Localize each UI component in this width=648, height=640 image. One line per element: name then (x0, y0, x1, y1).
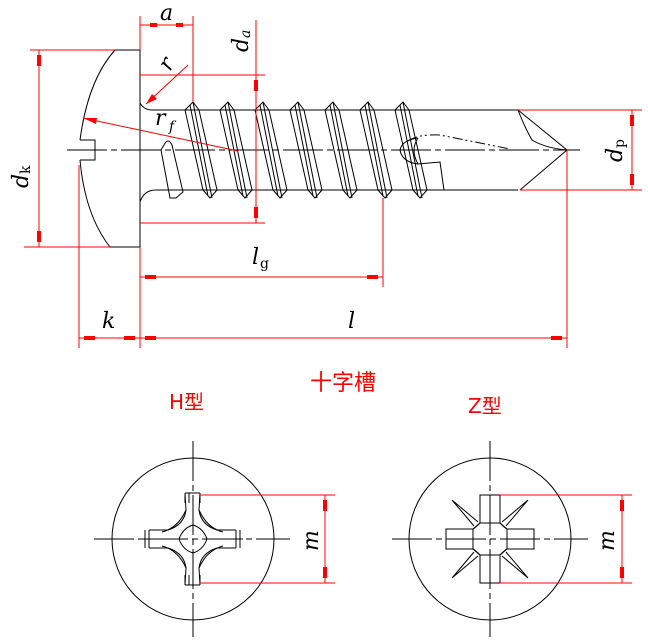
fillet-top (139, 102, 153, 111)
flute-outline (407, 134, 511, 150)
label-r: r (154, 52, 182, 75)
screw-shank (139, 101, 568, 203)
fillet-bottom (139, 189, 157, 203)
svg-text:d: d (229, 38, 254, 52)
label-m-z: m (595, 530, 620, 551)
label-l: l (348, 309, 355, 334)
svg-text:f: f (168, 119, 177, 135)
h-recess-wings (161, 509, 224, 569)
h-recess-center (178, 524, 208, 554)
dp-arrow-bottom (630, 174, 634, 185)
head-dome-upper (79, 49, 116, 141)
label-lg: l g (252, 245, 269, 272)
z-m-arrow-bottom (620, 567, 624, 578)
dimensions: a d a r r f d k (9, 1, 642, 348)
point-flute-curve (517, 109, 568, 151)
label-rf: r f (155, 106, 177, 135)
rf-leader (82, 117, 239, 152)
z-type-recess-view: m (392, 441, 632, 637)
label-dp: d p (603, 139, 628, 162)
head-dome-lower (79, 159, 111, 248)
label-da: d a (229, 30, 254, 52)
thread-start (160, 140, 184, 199)
section-title-cross-recess: 十字槽 (310, 371, 376, 396)
dk-arrow-bottom (37, 231, 41, 242)
z-recess-center (472, 522, 508, 556)
screw-head (79, 49, 141, 248)
svg-text:a: a (238, 30, 254, 38)
l-arrow-left (145, 336, 156, 340)
z-m-arrow-top (620, 500, 624, 511)
z-recess-rays (451, 499, 529, 579)
label-m-h: m (299, 530, 324, 551)
h-m-arrow-bottom (323, 567, 327, 578)
dp-arrow-top (630, 115, 634, 126)
svg-text:r: r (154, 52, 182, 75)
svg-text:k: k (18, 165, 34, 174)
dk-arrow-top (37, 55, 41, 66)
label-a: a (160, 1, 173, 26)
k-arrow-right (124, 336, 135, 340)
a-arrow-left (150, 23, 157, 27)
svg-text:p: p (612, 139, 628, 148)
lg-arrow-left (145, 275, 156, 279)
l-arrow-right (551, 336, 562, 340)
label-dk: d k (9, 165, 34, 188)
point-lower-edge (519, 149, 568, 191)
r-arrow (146, 94, 157, 104)
h-recess-outline (149, 492, 236, 586)
label-h-type: H型 (169, 390, 204, 414)
svg-text:d: d (603, 148, 628, 162)
flute-end-upper (399, 137, 445, 191)
h-recess-ticks (143, 492, 243, 586)
h-m-arrow-top (323, 500, 327, 511)
a-arrow-right (176, 23, 183, 27)
da-arrow-bottom (254, 207, 258, 218)
da-arrow-top (254, 80, 258, 91)
label-k: k (102, 309, 115, 334)
h-type-recess-view: m (94, 441, 335, 637)
svg-text:m: m (595, 530, 620, 551)
label-z-type: Z型 (468, 394, 502, 418)
svg-text:d: d (9, 174, 34, 188)
point-upper-edge (517, 109, 568, 151)
svg-text:g: g (260, 256, 269, 272)
svg-text:r: r (155, 106, 167, 131)
svg-text:m: m (299, 530, 324, 551)
rf-arrow (83, 118, 97, 124)
lg-arrow-right (367, 275, 378, 279)
svg-text:l: l (252, 245, 259, 270)
k-arrow-left (84, 336, 95, 340)
